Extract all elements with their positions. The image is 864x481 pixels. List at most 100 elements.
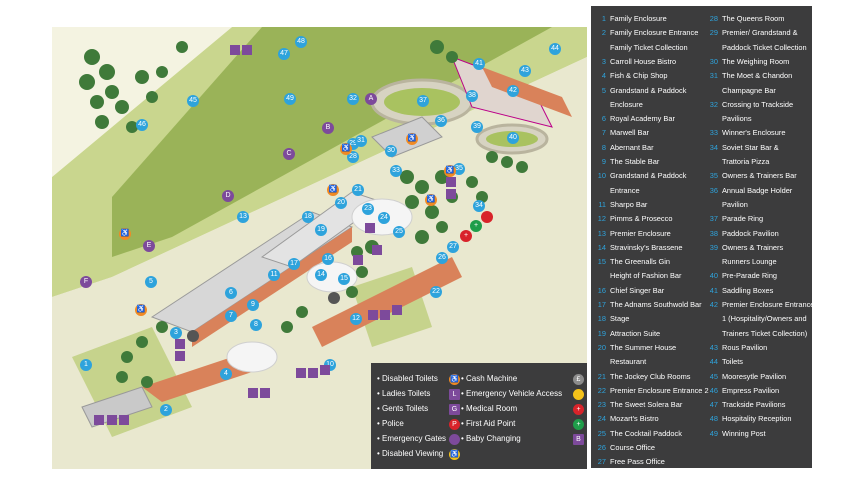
wheelchair-icon[interactable]: ♿: [406, 133, 418, 145]
location-marker-41[interactable]: 41: [473, 58, 485, 70]
location-marker-2[interactable]: 2: [160, 404, 172, 416]
emergency-gate-a[interactable]: A: [365, 93, 377, 105]
location-marker-24[interactable]: 24: [378, 212, 390, 224]
gents-toilet-icon[interactable]: [308, 368, 318, 378]
location-marker-9[interactable]: 9: [247, 299, 259, 311]
baby-changing-icon[interactable]: [119, 415, 129, 425]
location-marker-7[interactable]: 7: [225, 310, 237, 322]
wheelchair-icon[interactable]: ♿: [119, 228, 131, 240]
location-marker-20[interactable]: 20: [335, 197, 347, 209]
location-marker-38[interactable]: 38: [466, 90, 478, 102]
legend-label: Free Pass Office: [610, 457, 665, 467]
location-marker-28[interactable]: 28: [347, 151, 359, 163]
location-marker-35[interactable]: 35: [453, 163, 465, 175]
location-marker-5[interactable]: 5: [145, 276, 157, 288]
legend-number: 34: [709, 142, 718, 152]
location-marker-39[interactable]: 39: [471, 121, 483, 133]
police-icon[interactable]: [481, 211, 493, 223]
legend-label: Rous Pavilion: [722, 342, 768, 352]
baby-changing-icon[interactable]: [372, 245, 382, 255]
location-marker-14[interactable]: 14: [315, 269, 327, 281]
location-marker-18[interactable]: 18: [302, 211, 314, 223]
location-marker-36[interactable]: 36: [435, 115, 447, 127]
legend-label: Mozart's Bistro: [610, 414, 659, 424]
location-marker-40[interactable]: 40: [507, 132, 519, 144]
ladies-toilet-icon[interactable]: [368, 310, 378, 320]
ladies-toilet-icon[interactable]: [446, 177, 456, 187]
legend-label: Mooresytle Pavilion: [722, 371, 787, 381]
medical-room-icon[interactable]: +: [460, 230, 472, 242]
legend-number: 42: [709, 300, 718, 309]
location-marker-45[interactable]: 45: [187, 95, 199, 107]
baby-changing-icon[interactable]: [320, 365, 330, 375]
wheelchair-icon[interactable]: ♿: [425, 194, 437, 206]
wheelchair-icon[interactable]: ♿: [340, 143, 352, 155]
location-marker-43[interactable]: 43: [519, 65, 531, 77]
baby-changing-icon[interactable]: [392, 305, 402, 315]
first-aid-icon: +: [573, 419, 584, 430]
ladies-toilet-icon[interactable]: [296, 368, 306, 378]
ladies-toilet-icon[interactable]: [175, 351, 185, 361]
wheelchair-icon[interactable]: ♿: [327, 184, 339, 196]
location-marker-6[interactable]: 6: [225, 287, 237, 299]
legend-label: The Greenalls Gin: [610, 257, 670, 267]
emergency-gate-e[interactable]: E: [143, 240, 155, 252]
gents-toilet-icon[interactable]: [260, 388, 270, 398]
legend-number: 44: [709, 357, 718, 367]
legend-label: Marwell Bar: [610, 128, 650, 138]
cash-machine-icon[interactable]: [328, 292, 340, 304]
location-marker-34[interactable]: 34: [473, 200, 485, 212]
gents-toilet-icon[interactable]: [175, 339, 185, 349]
location-marker-19[interactable]: 19: [315, 224, 327, 236]
location-marker-4[interactable]: 4: [220, 368, 232, 380]
location-marker-31[interactable]: 31: [355, 135, 367, 147]
location-marker-8[interactable]: 8: [250, 319, 262, 331]
ladies-toilet-icon[interactable]: [230, 45, 240, 55]
location-marker-30[interactable]: 30: [385, 145, 397, 157]
location-marker-16[interactable]: 16: [322, 253, 334, 265]
location-marker-3[interactable]: 3: [170, 327, 182, 339]
location-marker-37[interactable]: 37: [417, 95, 429, 107]
gents-toilet-icon[interactable]: [107, 415, 117, 425]
legend-label-continued: Restaurant: [610, 357, 647, 367]
location-marker-11[interactable]: 11: [268, 269, 280, 281]
location-marker-12[interactable]: 12: [350, 313, 362, 325]
medical-room-icon: +: [573, 404, 584, 415]
location-marker-25[interactable]: 25: [393, 226, 405, 238]
wheelchair-icon[interactable]: ♿: [135, 304, 147, 316]
ladies-toilet-icon[interactable]: [94, 415, 104, 425]
location-marker-48[interactable]: 48: [295, 36, 307, 48]
location-marker-26[interactable]: 26: [436, 252, 448, 264]
legend-label: Premier Enclosure Entrance: [722, 300, 815, 309]
location-marker-47[interactable]: 47: [278, 48, 290, 60]
location-marker-13[interactable]: 13: [237, 211, 249, 223]
cash-machine-icon[interactable]: [187, 330, 199, 342]
gents-toilet-icon[interactable]: [353, 255, 363, 265]
location-marker-42[interactable]: 42: [507, 85, 519, 97]
ladies-toilet-icon[interactable]: [248, 388, 258, 398]
first-aid-icon[interactable]: +: [470, 220, 482, 232]
emergency-gate-c[interactable]: C: [283, 148, 295, 160]
location-marker-23[interactable]: 23: [362, 203, 374, 215]
location-marker-33[interactable]: 33: [390, 165, 402, 177]
emergency-gate-b[interactable]: B: [322, 122, 334, 134]
location-marker-17[interactable]: 17: [288, 258, 300, 270]
location-marker-21[interactable]: 21: [352, 184, 364, 196]
gents-toilet-icon[interactable]: [242, 45, 252, 55]
location-marker-22[interactable]: 22: [430, 286, 442, 298]
gents-toilet-icon[interactable]: [380, 310, 390, 320]
wheelchair-icon[interactable]: ♿: [444, 165, 456, 177]
location-marker-46[interactable]: 46: [136, 119, 148, 131]
gents-toilet-icon[interactable]: [446, 189, 456, 199]
ladies-toilet-icon[interactable]: [365, 223, 375, 233]
location-marker-44[interactable]: 44: [549, 43, 561, 55]
location-marker-15[interactable]: 15: [338, 273, 350, 285]
legend-label: Sharpo Bar: [610, 199, 648, 209]
location-marker-27[interactable]: 27: [447, 241, 459, 253]
location-marker-49[interactable]: 49: [284, 93, 296, 105]
location-marker-32[interactable]: 32: [347, 93, 359, 105]
location-marker-1[interactable]: 1: [80, 359, 92, 371]
emergency-gate-f[interactable]: F: [80, 276, 92, 288]
emergency-gate-d[interactable]: D: [222, 190, 234, 202]
